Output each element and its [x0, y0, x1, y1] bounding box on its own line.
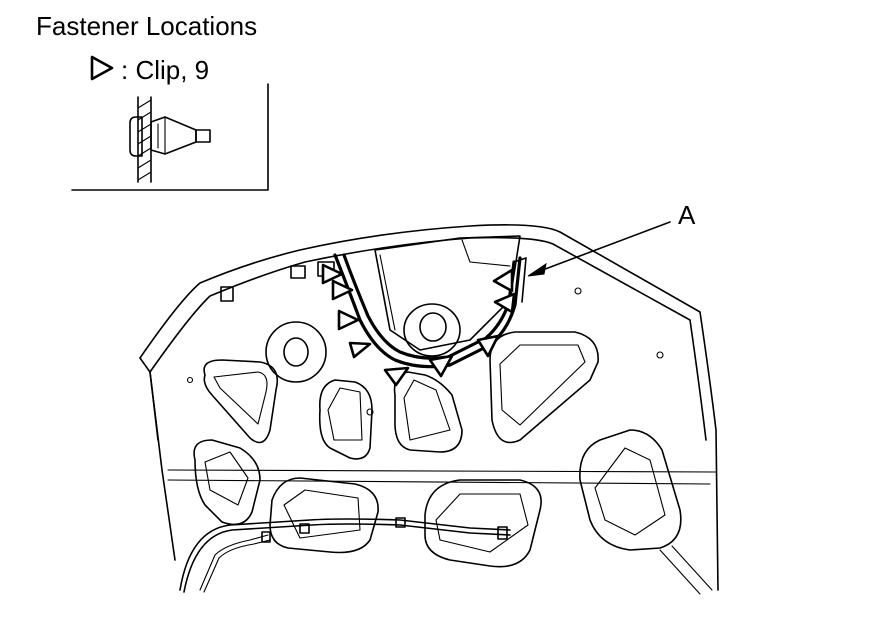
clip-marker-icon: [493, 292, 516, 314]
clip-marker-icon: [348, 341, 372, 359]
clip-markers: [321, 263, 516, 387]
round-bosses: [265, 303, 461, 383]
callout-A: A: [527, 200, 696, 277]
hood-panel: [139, 224, 719, 591]
upper-openings: [203, 331, 599, 460]
legend: : Clip, 9: [90, 55, 209, 85]
clip-marker-icon: [476, 334, 500, 358]
clip-detail-inset: [71, 83, 269, 191]
clip-marker-icon: [331, 279, 354, 301]
inset-frame: [71, 83, 269, 191]
clip-marker-icon: [383, 366, 410, 387]
clip-triangle-icon: [90, 55, 114, 81]
diagram-title: Fastener Locations: [36, 11, 257, 41]
legend-label: : Clip, 9: [121, 55, 209, 85]
clip-marker-icon: [428, 354, 454, 378]
callout-A-label: A: [678, 200, 696, 230]
clip-marker-icon: [321, 263, 344, 285]
clip-head: [129, 116, 143, 157]
clip-tip: [195, 129, 211, 143]
clip-marker-icon: [492, 268, 514, 293]
seal-part-A: [333, 253, 527, 369]
panel-hatch: [137, 99, 152, 181]
center-pocket: [374, 235, 521, 351]
clip-marker-icon: [337, 309, 360, 331]
cable: [179, 517, 713, 595]
lower-openings: [193, 429, 682, 568]
